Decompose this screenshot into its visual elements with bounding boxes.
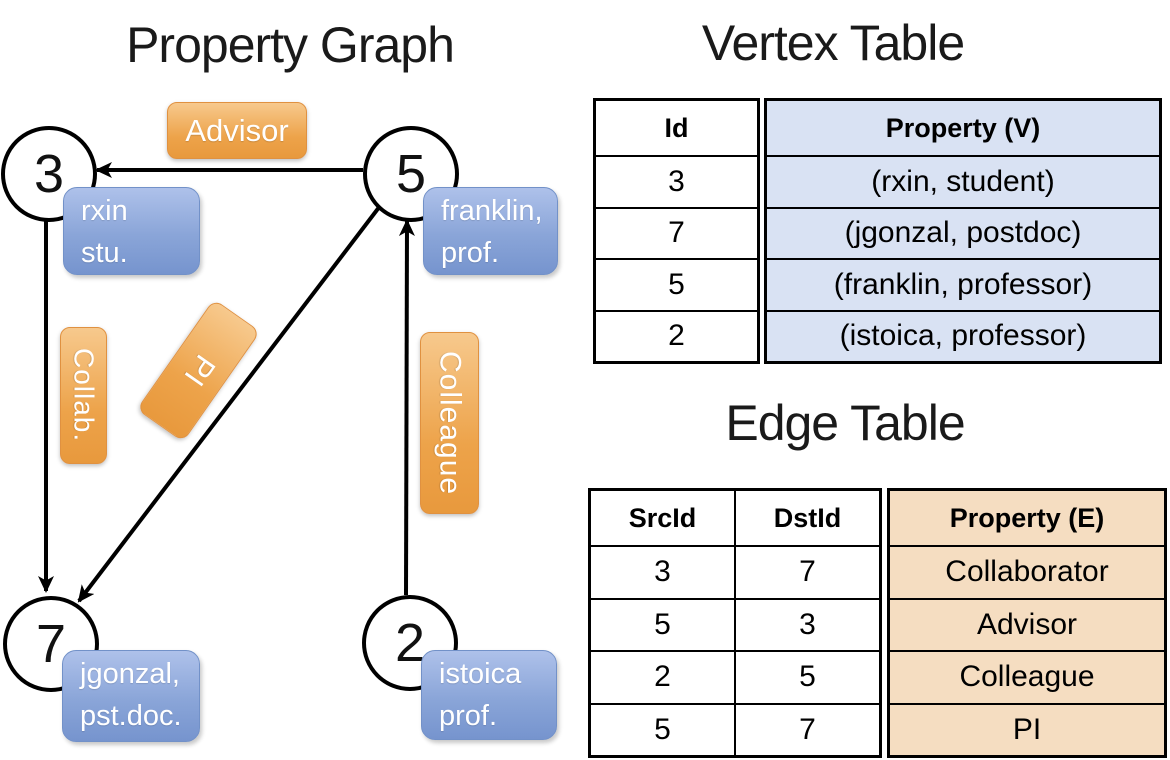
node-id-label: 5 (395, 144, 427, 204)
edge-srcid-cell: 5 (591, 704, 736, 755)
table-row: Advisor (890, 597, 1164, 650)
edge-label-advisor: Advisor (167, 102, 307, 159)
vertex-property-box-5: franklin, prof. (423, 187, 558, 275)
node-id-label: 7 (35, 614, 67, 674)
vertex-id-cell: 2 (668, 319, 685, 353)
property-line: jgonzal, (80, 658, 180, 690)
edge-label-collab: Collab. (60, 327, 107, 464)
edge-label-text: Colleague (433, 350, 467, 496)
vertex-property-cell: (rxin, student) (767, 157, 1159, 207)
property-line: istoica (439, 658, 522, 690)
edge-srcid-header: SrcId (591, 491, 736, 545)
table-row: 2 (596, 309, 757, 362)
edge-table-title: Edge Table (725, 395, 965, 451)
vertex-property-cell: (jgonzal, postdoc) (767, 208, 1159, 258)
table-row: 2 5 (591, 650, 879, 703)
edge-label-text: Collab. (68, 348, 100, 443)
vertex-property-cell: (franklin, professor) (767, 260, 1159, 310)
edge-table-id-columns: SrcId DstId 3 7 5 3 2 5 5 7 (588, 488, 882, 758)
edge-dstid-header: DstId (773, 502, 842, 533)
vertex-table-title: Vertex Table (701, 15, 965, 71)
edge-property-header: Property (E) (890, 491, 1164, 545)
edge-dstid-cell: 7 (799, 555, 816, 589)
vertex-table-property-column: Property (V) (rxin, student) (jgonzal, p… (764, 98, 1162, 364)
edge-property-cell: Advisor (890, 599, 1164, 650)
table-row: PI (890, 702, 1164, 755)
edge-property-cell: Colleague (890, 652, 1164, 703)
edge-dstid-cell: 3 (799, 607, 816, 641)
table-row: 5 (596, 258, 757, 310)
vertex-id-header: Id (664, 112, 689, 143)
property-line: franklin, (441, 195, 543, 227)
table-row: 5 3 (591, 597, 879, 650)
table-row: (istoica, professor) (767, 309, 1159, 361)
edge-label-colleague: Colleague (420, 332, 479, 514)
table-row: 3 7 (591, 545, 879, 598)
edge-table: SrcId DstId 3 7 5 3 2 5 5 7 Property (E) (588, 488, 1167, 758)
edge-srcid-cell: 3 (591, 547, 736, 598)
vertex-id-cell: 3 (668, 164, 685, 198)
table-row: (jgonzal, postdoc) (767, 206, 1159, 258)
node-id-label: 3 (33, 144, 65, 204)
edge-line-pi (77, 204, 382, 603)
property-line: rxin (81, 195, 128, 227)
edge-property-cell: PI (890, 704, 1164, 755)
edge-dstid-cell: 5 (799, 660, 816, 694)
graph-title: Property Graph (126, 17, 455, 73)
vertex-property-box-7: jgonzal, pst.doc. (62, 650, 200, 742)
property-line: pst.doc. (80, 700, 182, 732)
vertex-id-cell: 7 (668, 216, 685, 250)
table-row: 7 (596, 206, 757, 259)
node-id-label: 2 (394, 613, 426, 673)
edge-label-text: PI (176, 348, 222, 393)
table-row: 3 (596, 155, 757, 207)
edge-dstid-cell: 7 (799, 712, 816, 746)
vertex-property-cell: (istoica, professor) (767, 311, 1159, 361)
edge-table-property-column: Property (E) Collaborator Advisor Collea… (887, 488, 1167, 758)
vertex-id-cell: 5 (668, 267, 685, 301)
table-row: (rxin, student) (767, 155, 1159, 207)
edge-srcid-cell: 5 (591, 599, 736, 650)
property-line: prof. (439, 700, 498, 732)
vertex-property-header: Property (V) (767, 101, 1159, 155)
table-row: (franklin, professor) (767, 258, 1159, 310)
property-line: stu. (81, 237, 128, 269)
vertex-property-box-2: istoica prof. (421, 650, 557, 740)
table-row: Colleague (890, 650, 1164, 703)
table-row: 5 7 (591, 702, 879, 755)
edge-label-text: Advisor (185, 112, 289, 148)
edge-line-colleague (398, 219, 415, 596)
edge-srcid-cell: 2 (591, 652, 736, 703)
graph-node-2: 2 (362, 595, 458, 691)
graph-edges-svg (38, 162, 415, 603)
vertex-table-id-column: Id 3 7 5 2 (593, 98, 760, 364)
vertex-table: Id 3 7 5 2 Property (V) (rxin, student) … (593, 98, 1162, 364)
table-row: Collaborator (890, 545, 1164, 598)
vertex-property-box-3: rxin stu. (63, 187, 200, 275)
property-line: prof. (441, 237, 500, 269)
edge-property-cell: Collaborator (890, 547, 1164, 598)
